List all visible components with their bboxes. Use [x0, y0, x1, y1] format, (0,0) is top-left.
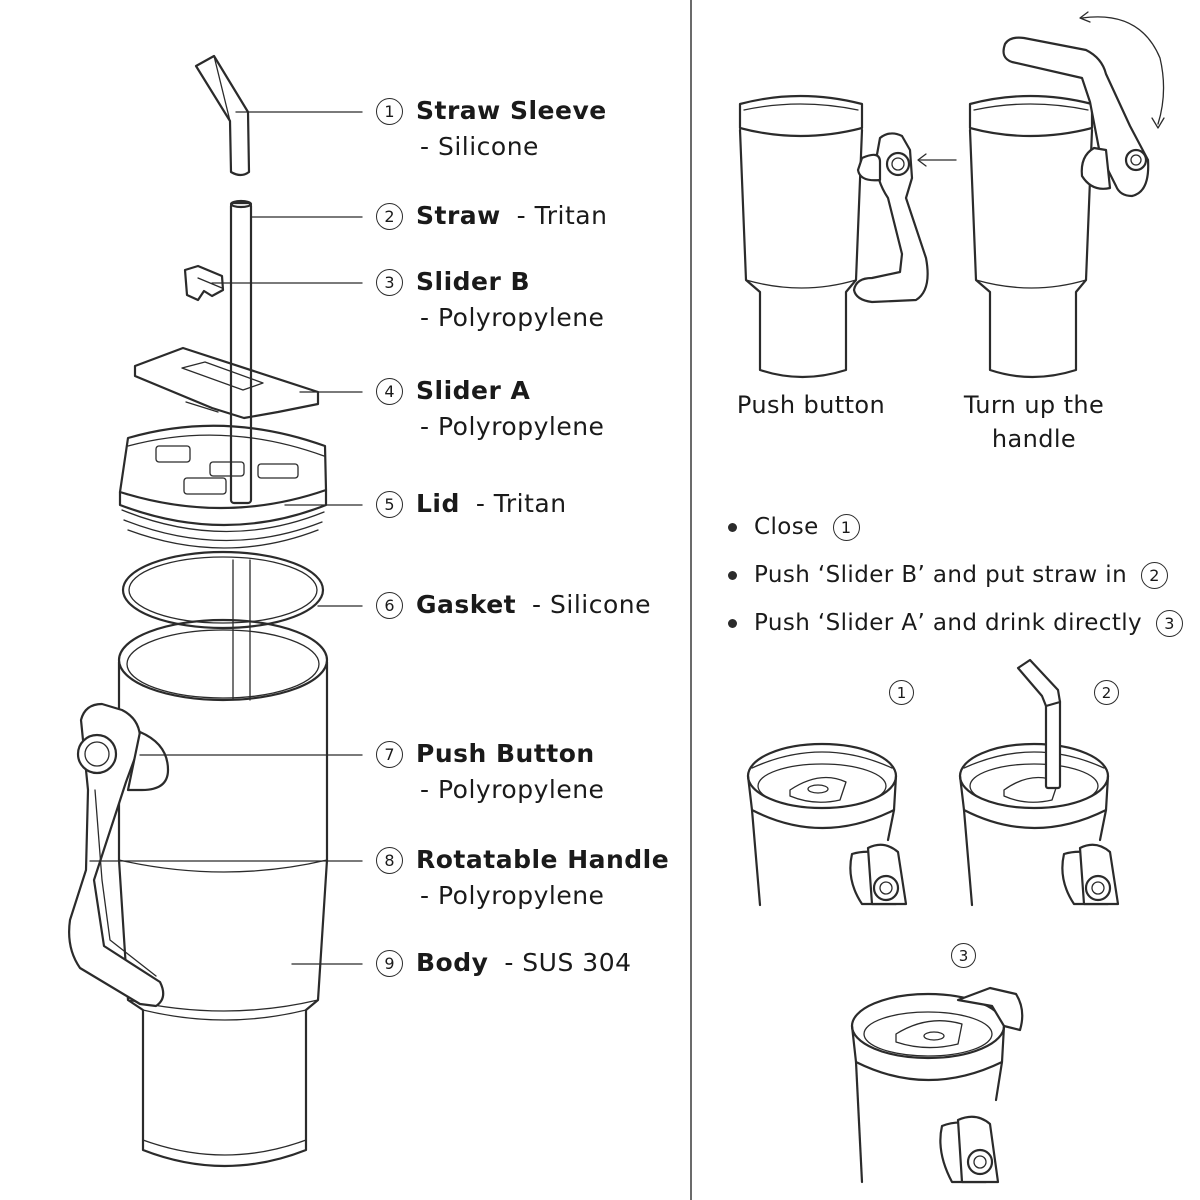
part-material: - Silicone: [532, 590, 651, 619]
rotatable-handle-drawing: [68, 702, 170, 1008]
bullet-icon: [728, 618, 737, 628]
caption-push-button: Push button: [736, 391, 886, 419]
part-name: Lid: [416, 489, 460, 518]
leader-lines: [89, 111, 363, 965]
part-name: Slider A: [416, 376, 531, 405]
part-label-straw: 2 Straw - Tritan: [376, 198, 607, 234]
section-divider: [690, 0, 692, 1200]
part-name: Straw: [416, 201, 501, 230]
part-number-badge: 5: [376, 490, 403, 518]
caption-line-2: handle: [991, 425, 1077, 453]
step-number-badge: 2: [1141, 561, 1169, 589]
part-number-badge: 4: [376, 377, 403, 405]
part-name: Straw Sleeve: [416, 96, 607, 125]
part-number-badge: 9: [376, 949, 403, 977]
step-text: Push ‘Slider A’ and drink directly: [754, 610, 1143, 636]
part-label-body: 9 Body - SUS 304: [376, 945, 632, 981]
step-close: Close 1: [728, 503, 1183, 551]
part-label-rotatable-handle: 8 Rotatable Handle - Polyropylene: [376, 842, 669, 915]
part-name: Rotatable Handle: [416, 845, 670, 874]
push-button-drawing: [76, 733, 118, 775]
step-slider-b: Push ‘Slider B’ and put straw in 2: [728, 551, 1183, 599]
straw-drawing: [229, 199, 253, 701]
mug-turn-handle-drawing: [968, 11, 1165, 379]
part-label-push-button: 7 Push Button - Polyropylene: [376, 736, 604, 809]
step-number-badge: 3: [1156, 609, 1184, 637]
step-number-badge: 1: [832, 513, 860, 541]
part-label-gasket: 6 Gasket - Silicone: [376, 587, 651, 623]
slider-b-drawing: [183, 264, 225, 302]
part-material: - Silicone: [420, 132, 539, 162]
part-number-badge: 1: [376, 97, 403, 125]
part-material: - Polyropylene: [420, 881, 605, 911]
part-number-badge: 7: [376, 740, 403, 768]
lid-illustration-marker-1: 1: [889, 680, 914, 705]
lid-drawing: [118, 424, 328, 549]
lid-illustration-marker-3: 3: [951, 943, 976, 968]
gasket-drawing: [121, 550, 325, 630]
part-label-straw-sleeve: 1 Straw Sleeve - Silicone: [376, 93, 607, 166]
lid-straw-drawing: [958, 658, 1120, 907]
part-label-slider-b: 3 Slider B - Polyropylene: [376, 264, 604, 337]
part-label-slider-a: 4 Slider A - Polyropylene: [376, 373, 604, 446]
part-material: - Tritan: [516, 201, 608, 230]
part-number-badge: 3: [376, 268, 403, 296]
part-material: - Polyropylene: [420, 775, 605, 805]
straw-sleeve-drawing: [194, 54, 251, 177]
step-text: Close: [754, 514, 819, 540]
lid-open-drawing: [850, 986, 1024, 1184]
part-name: Body: [416, 948, 489, 977]
part-name: Push Button: [416, 739, 595, 768]
part-number-badge: 2: [376, 202, 403, 230]
part-material: - Polyropylene: [420, 412, 605, 442]
step-slider-a: Push ‘Slider A’ and drink directly 3: [728, 599, 1184, 647]
part-number-badge: 8: [376, 846, 403, 874]
caption-turn-up-handle: Turn up the handle: [946, 388, 1122, 456]
body-drawing: [117, 618, 329, 1168]
part-material: - Polyropylene: [420, 303, 605, 333]
mug-push-button-drawing: [738, 94, 957, 379]
slider-a-drawing: [133, 346, 320, 420]
lid-illustration-marker-2: 2: [1094, 680, 1119, 705]
part-name: Gasket: [416, 590, 517, 619]
part-name: Slider B: [416, 267, 531, 296]
lid-closed-drawing: [746, 742, 908, 907]
step-text: Push ‘Slider B’ and put straw in: [754, 562, 1128, 588]
part-material: - Tritan: [475, 489, 567, 518]
part-label-lid: 5 Lid - Tritan: [376, 486, 567, 522]
caption-line-1: Turn up the: [963, 391, 1105, 419]
bullet-icon: [728, 522, 737, 532]
part-material: - SUS 304: [504, 948, 632, 977]
lid-step-list: Close 1 Push ‘Slider B’ and put straw in…: [728, 503, 1184, 647]
bullet-icon: [728, 570, 737, 580]
part-number-badge: 6: [376, 591, 403, 619]
